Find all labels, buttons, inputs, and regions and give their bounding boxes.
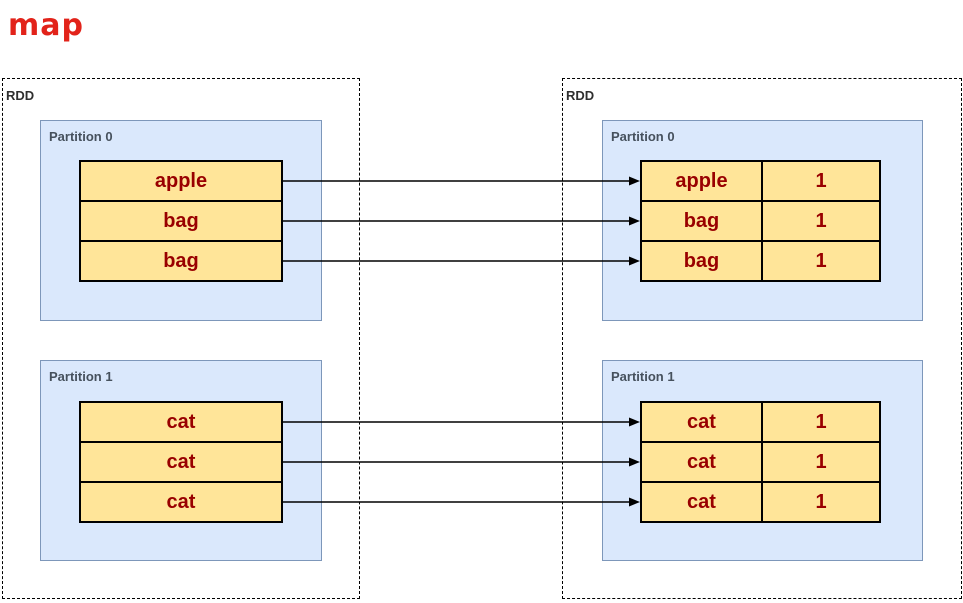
record-row: cat 1: [642, 403, 879, 441]
record-row: apple: [81, 162, 281, 200]
rdd-container-right: RDD: [562, 78, 962, 599]
partition-label: Partition 0: [49, 129, 113, 144]
record-row: bag: [81, 200, 281, 240]
record-value-cell: 1: [761, 242, 879, 280]
record-stack-left-1: cat cat cat: [79, 401, 283, 523]
record-value-cell: 1: [761, 443, 879, 481]
record-key-cell: bag: [683, 249, 720, 272]
record-row: cat: [81, 481, 281, 521]
record-cell: apple: [154, 169, 208, 192]
record-value-cell: 1: [761, 403, 879, 441]
rdd-container-left: RDD: [2, 78, 360, 599]
record-cell: cat: [166, 410, 196, 433]
record-stack-right-0: apple 1 bag 1 bag 1: [640, 160, 881, 282]
rdd-label-left: RDD: [6, 88, 35, 103]
record-key-cell: cat: [687, 410, 716, 433]
partition-label: Partition 1: [611, 369, 675, 384]
rdd-label-right: RDD: [566, 88, 595, 103]
record-stack-left-0: apple bag bag: [79, 160, 283, 282]
record-key-cell: bag: [683, 209, 720, 232]
partition-label: Partition 1: [49, 369, 113, 384]
record-row: bag 1: [642, 200, 879, 240]
record-key-cell: cat: [687, 450, 716, 473]
record-value-cell: 1: [761, 483, 879, 521]
record-row: cat: [81, 441, 281, 481]
record-row: apple 1: [642, 162, 879, 200]
record-row: bag 1: [642, 240, 879, 280]
record-row: cat 1: [642, 481, 879, 521]
diagram-title: map: [8, 8, 84, 43]
record-cell: cat: [166, 450, 196, 473]
record-value-cell: 1: [761, 202, 879, 240]
record-cell: bag: [163, 209, 199, 232]
record-row: bag: [81, 240, 281, 280]
record-stack-right-1: cat 1 cat 1 cat 1: [640, 401, 881, 523]
partition-label: Partition 0: [611, 129, 675, 144]
record-cell: bag: [163, 249, 199, 272]
record-value-cell: 1: [761, 162, 879, 200]
record-key-cell: cat: [687, 490, 716, 513]
record-key-cell: apple: [675, 169, 728, 192]
record-row: cat: [81, 403, 281, 441]
record-row: cat 1: [642, 441, 879, 481]
record-cell: cat: [166, 490, 196, 513]
